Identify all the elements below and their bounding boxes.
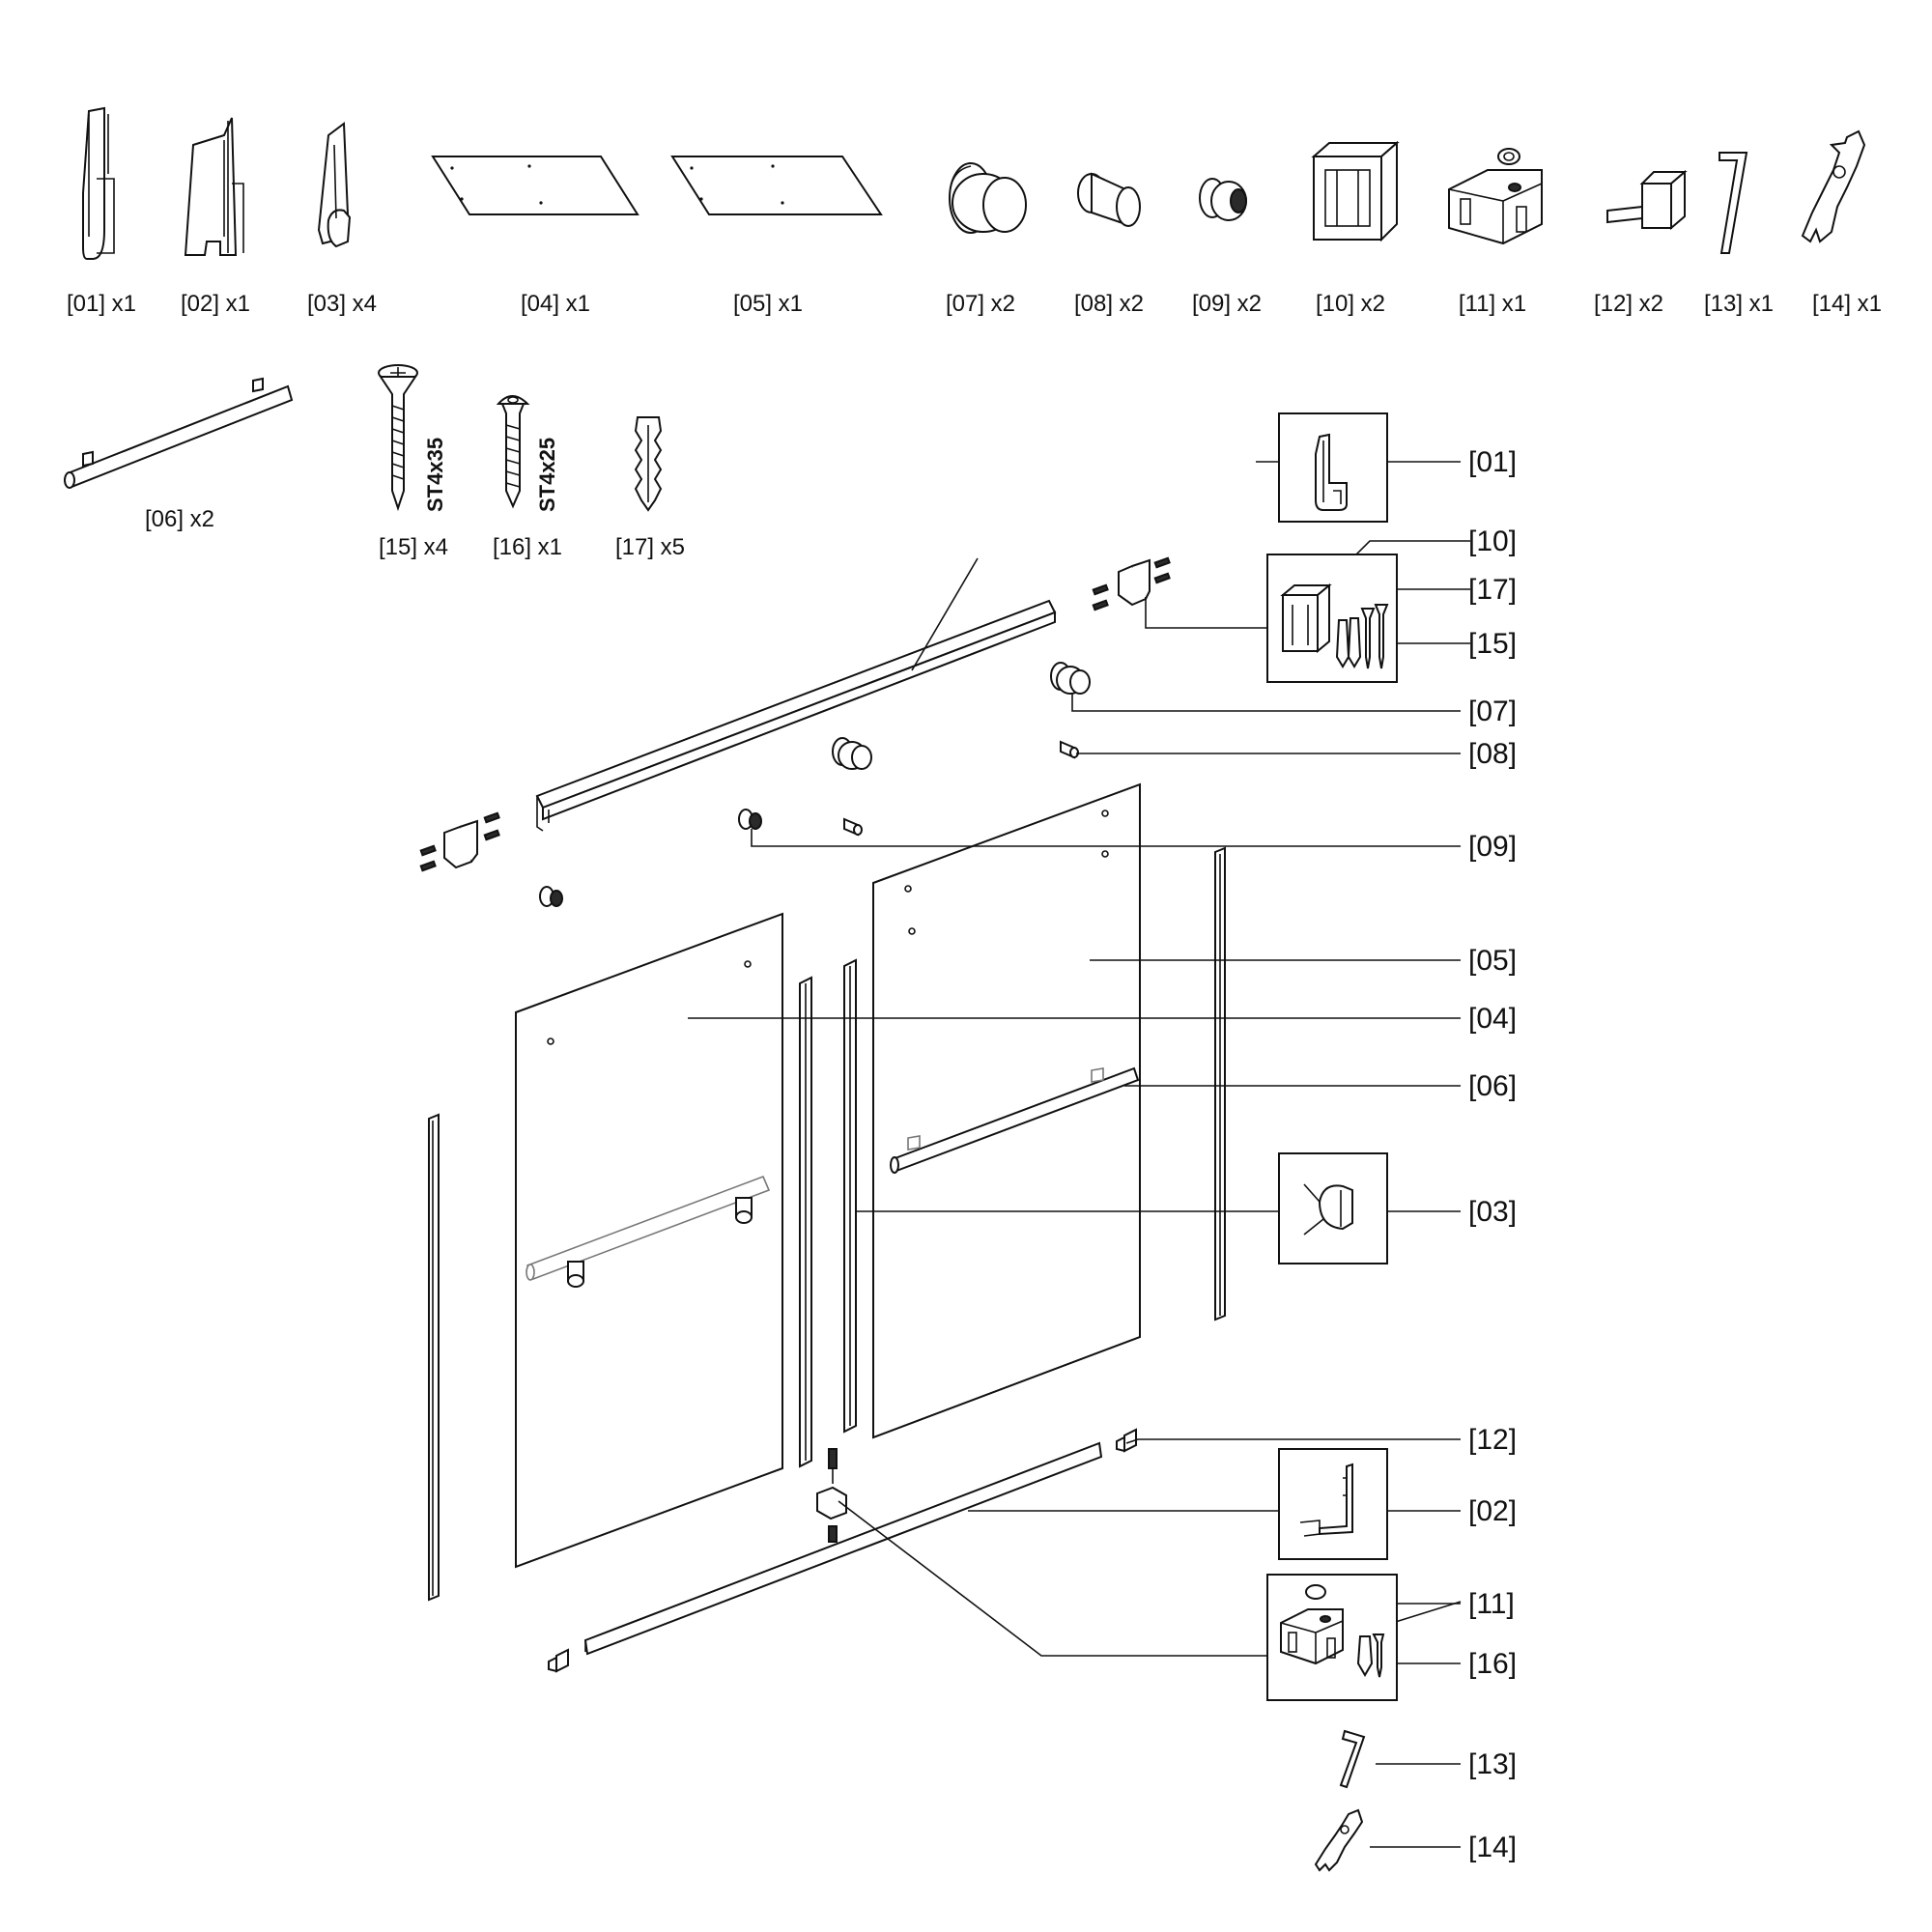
- callout-04: [04]: [1468, 1003, 1517, 1035]
- part-10-drawing: [1311, 140, 1400, 242]
- part-15-drawing: [378, 364, 418, 512]
- callout-14: [14]: [1468, 1832, 1517, 1863]
- callout-01: [01]: [1468, 446, 1517, 478]
- part-06-drawing: [64, 377, 294, 489]
- part-label-14: [14] x1: [1812, 291, 1882, 317]
- glass-panel-05: [872, 782, 1141, 1439]
- part-label-08: [08] x2: [1074, 291, 1144, 317]
- part-03-drawing: [317, 122, 352, 248]
- part-label-07: [07] x2: [946, 291, 1015, 317]
- callout-03: [03]: [1468, 1196, 1517, 1228]
- top-right-bracket-cluster: [1092, 556, 1171, 611]
- handle-06-on-panel-05: [890, 1066, 1140, 1174]
- part-label-06: [06] x2: [145, 506, 214, 532]
- seal-profile-03-right: [1214, 846, 1226, 1321]
- callout-16: [16]: [1468, 1648, 1517, 1680]
- part-label-17: [17] x5: [615, 534, 685, 560]
- part-04-drawing: [431, 156, 639, 215]
- callout-09: [09]: [1468, 831, 1517, 863]
- bottom-rail-02: [583, 1441, 1103, 1656]
- part-label-12: [12] x2: [1594, 291, 1663, 317]
- callout-02: [02]: [1468, 1495, 1517, 1527]
- knob-08-middle: [843, 817, 863, 837]
- part-label-16: [16] x1: [493, 534, 562, 560]
- part-label-01: [01] x1: [67, 291, 136, 317]
- detail-box-11-16: [1266, 1574, 1398, 1701]
- stopper-12-left: [548, 1648, 569, 1673]
- callout-17: [17]: [1468, 574, 1517, 606]
- knob-08-right: [1060, 740, 1079, 759]
- part-13-drawing: [1719, 152, 1748, 254]
- leader-lines: [688, 461, 1470, 1848]
- part-16-drawing: [496, 395, 530, 509]
- part-label-05: [05] x1: [733, 291, 803, 317]
- part-01-drawing: [82, 106, 115, 260]
- part-08-drawing: [1077, 172, 1141, 227]
- detail-box-03: [1278, 1152, 1388, 1264]
- part-label-11: [11] x1: [1459, 291, 1526, 317]
- seal-profile-03-left: [428, 1113, 440, 1602]
- part-12-drawing: [1606, 169, 1688, 231]
- part-02-drawing: [184, 117, 244, 256]
- part-label-09: [09] x2: [1192, 291, 1262, 317]
- roller-07-top-middle: [832, 737, 872, 770]
- top-left-bracket-cluster: [419, 811, 500, 872]
- detail-box-01: [1278, 412, 1388, 523]
- roller-09-left: [539, 886, 563, 907]
- roller-07-top-right: [1050, 662, 1091, 695]
- callout-13: [13]: [1468, 1748, 1517, 1780]
- seal-profile-03-center-right: [843, 958, 857, 1434]
- callout-11: [11]: [1468, 1588, 1515, 1620]
- callout-08: [08]: [1468, 738, 1517, 770]
- part-label-02: [02] x1: [181, 291, 250, 317]
- callout-05: [05]: [1468, 945, 1517, 977]
- guide-block-11-assembly: [816, 1448, 847, 1543]
- part-label-15: [15] x4: [379, 534, 448, 560]
- screw-size-16: ST4x25: [535, 438, 559, 512]
- callout-15: [15]: [1468, 628, 1517, 660]
- detail-box-02: [1278, 1448, 1388, 1560]
- glass-panel-04: [515, 912, 783, 1569]
- roller-09-middle: [738, 809, 762, 830]
- part-17-drawing: [634, 416, 663, 512]
- top-rail-assembly: [535, 599, 1057, 832]
- part-14-drawing: [1801, 129, 1866, 243]
- callout-10: [10]: [1468, 526, 1517, 557]
- part-09-drawing: [1199, 178, 1247, 221]
- callout-07: [07]: [1468, 696, 1517, 727]
- callout-06: [06]: [1468, 1070, 1517, 1102]
- seal-profile-03-center-left: [799, 976, 812, 1468]
- part-05-drawing: [670, 156, 883, 215]
- part-label-03: [03] x4: [307, 291, 377, 317]
- detail-box-10-17-15: [1266, 554, 1398, 683]
- callout-12: [12]: [1468, 1424, 1517, 1456]
- part-label-13: [13] x1: [1704, 291, 1774, 317]
- part-07-drawing: [949, 162, 1027, 234]
- tool-13-hex-key: [1339, 1729, 1366, 1789]
- handle-06-on-panel-04: [526, 1175, 771, 1288]
- stopper-12-right: [1116, 1428, 1137, 1453]
- part-11-drawing: [1448, 148, 1543, 245]
- screw-size-15: ST4x35: [423, 438, 447, 512]
- part-label-10: [10] x2: [1316, 291, 1385, 317]
- tool-14-spanner: [1314, 1808, 1364, 1872]
- part-label-04: [04] x1: [521, 291, 590, 317]
